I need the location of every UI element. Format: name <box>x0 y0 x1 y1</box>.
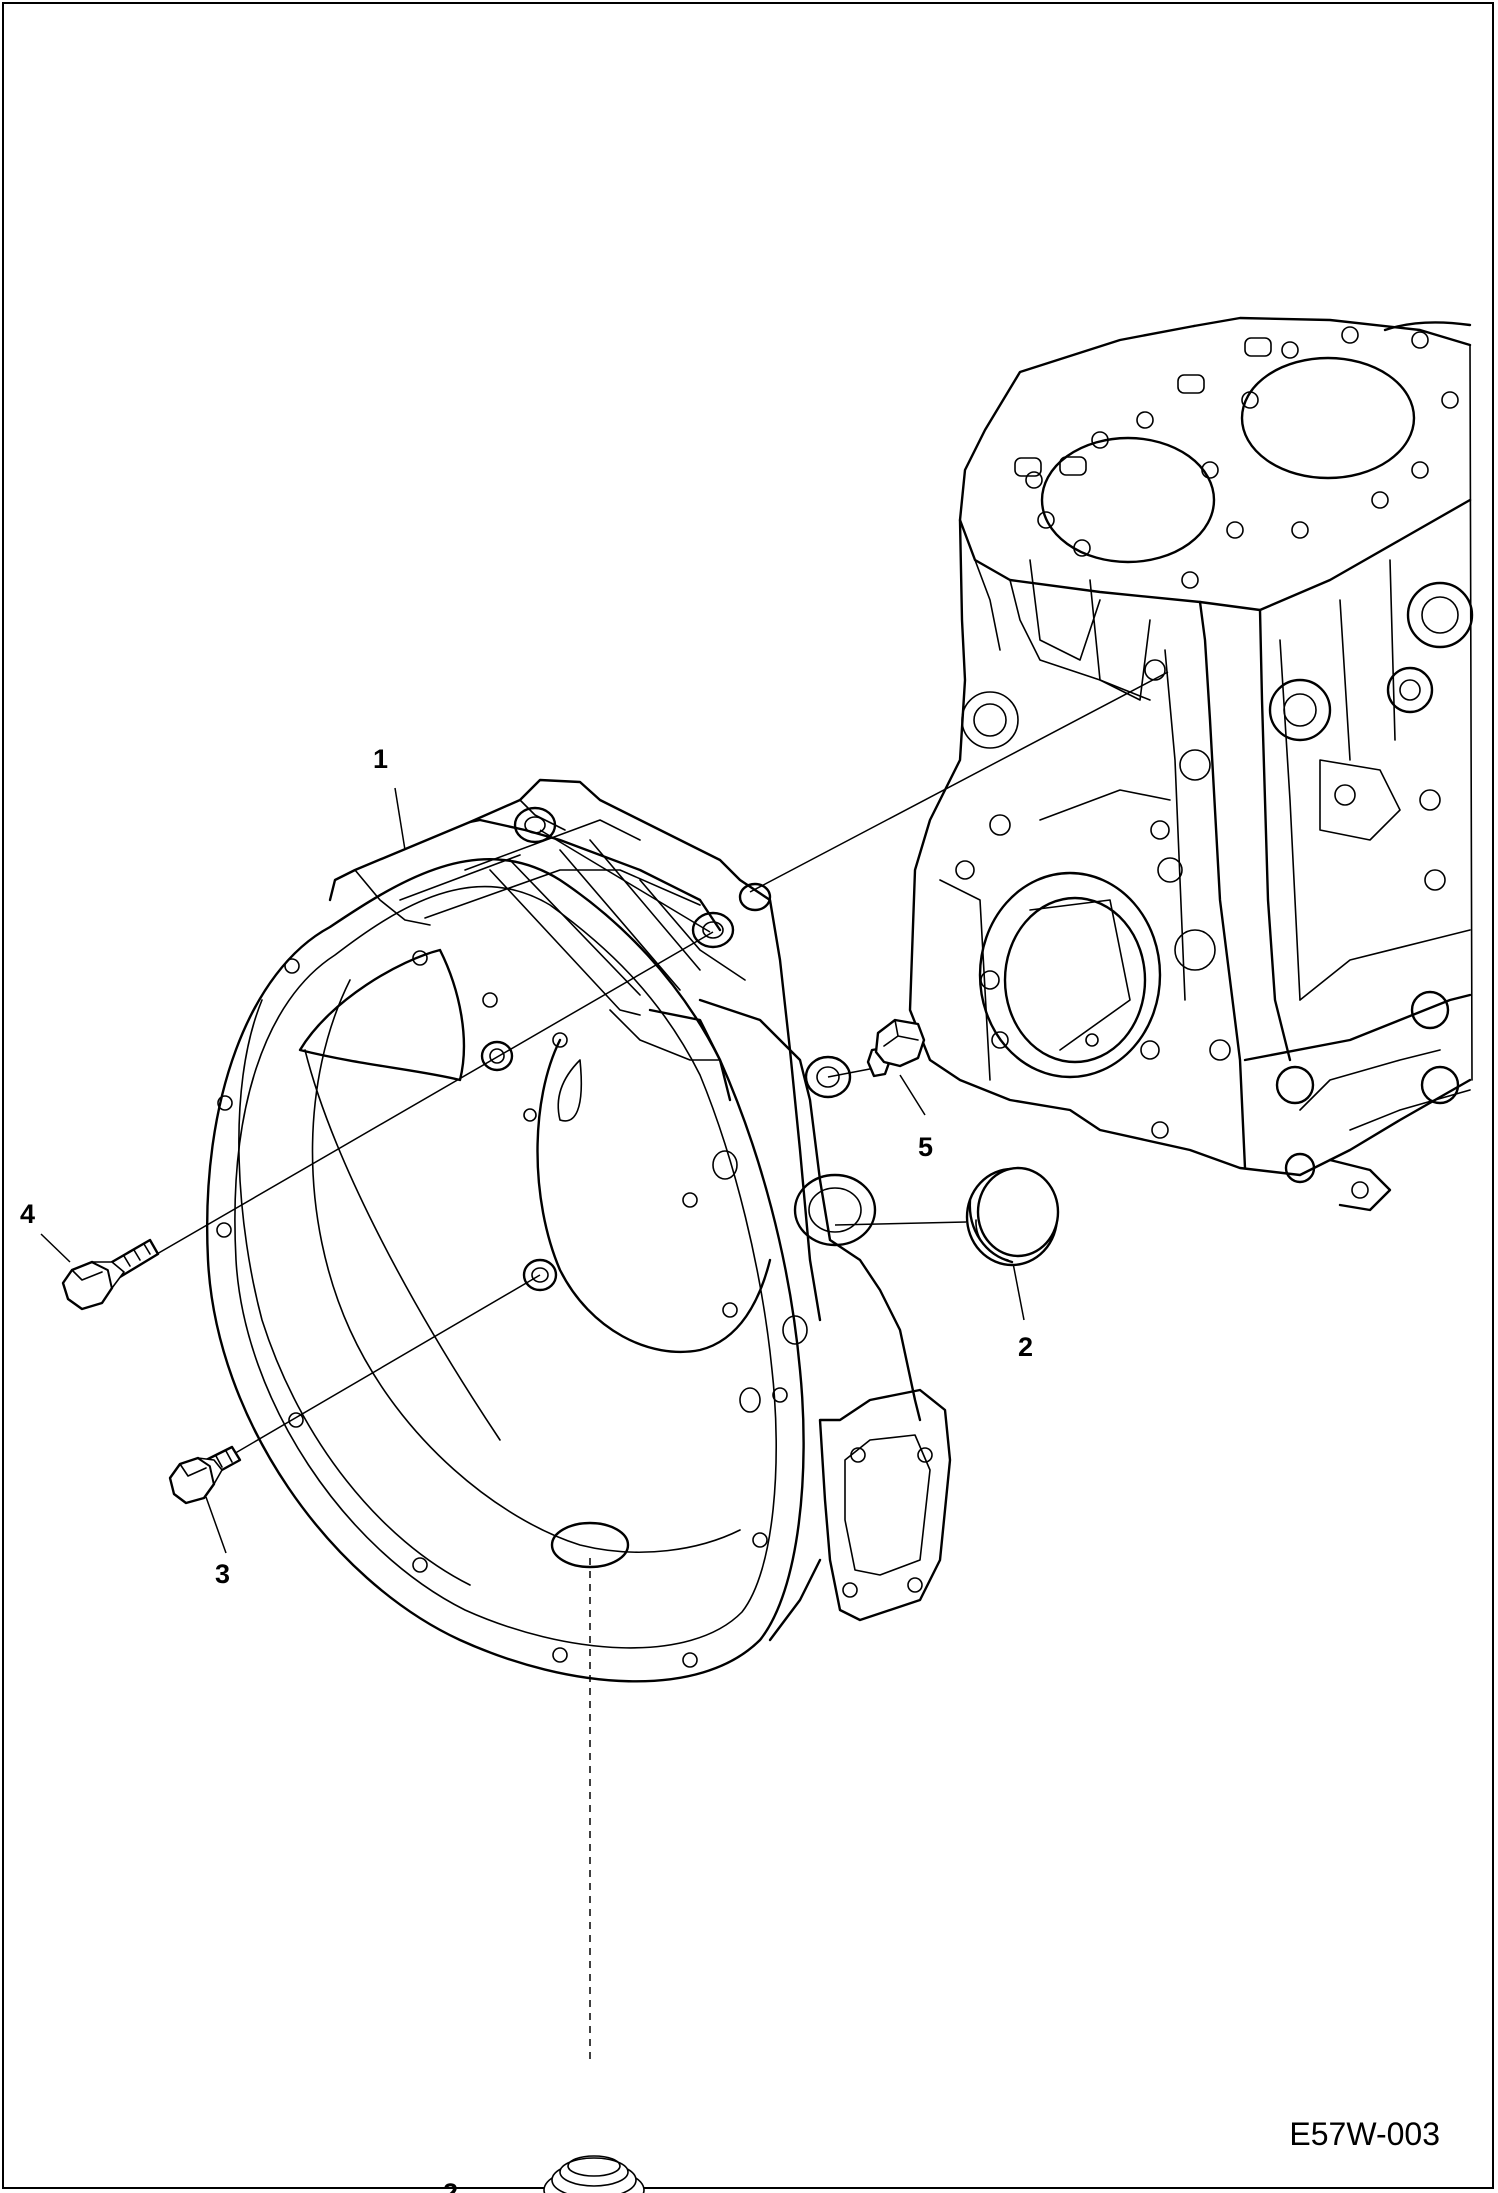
alignment-line-plug-5 <box>827 1067 876 1078</box>
alignment-line-bolt-3 <box>231 1274 541 1456</box>
callout-2-lower: 2 <box>443 2178 458 2193</box>
oil-seal-2-lower <box>543 2155 645 2193</box>
alignment-line-block <box>749 671 1169 893</box>
callout-2-upper: 2 <box>1018 1332 1033 1362</box>
plug-5 <box>866 1018 926 1078</box>
callout-3: 3 <box>215 1559 230 1589</box>
cup-plug-2-upper <box>965 1166 1060 1267</box>
callout-4: 4 <box>20 1199 35 1229</box>
callout-1: 1 <box>373 744 388 774</box>
callout-5: 5 <box>918 1132 933 1162</box>
flywheel-housing <box>206 778 952 1683</box>
bolt-3 <box>168 1445 242 1505</box>
leader-callout-5 <box>899 1074 926 1116</box>
engine-block <box>908 316 1474 1212</box>
alignment-line-top <box>539 829 711 933</box>
leader-callout-4 <box>40 1233 71 1263</box>
leader-lines <box>40 671 1169 2060</box>
bolt-4 <box>61 1238 160 1311</box>
drawing-reference-code: E57W-003 <box>1289 2116 1440 2152</box>
alignment-line-plug <box>834 1221 967 1226</box>
leader-callout-2-upper <box>1012 1262 1025 1321</box>
leader-callout-3 <box>205 1496 227 1554</box>
leader-callout-1 <box>394 787 406 851</box>
alignment-line-bolt-4 <box>149 931 714 1259</box>
